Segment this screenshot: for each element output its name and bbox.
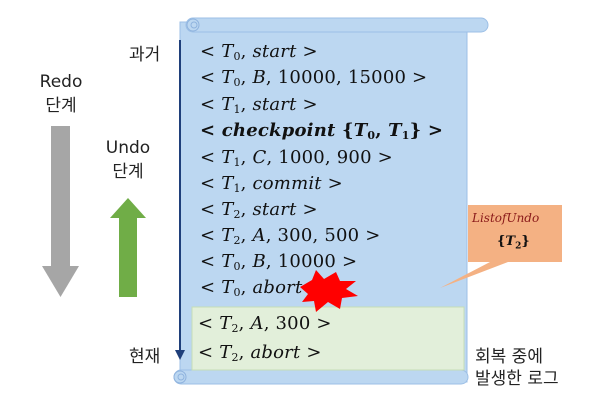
undo-label-en: Undo: [105, 138, 151, 158]
log-entry: < T2, start >: [200, 199, 318, 221]
recovery-note-line-1: 회복 중에: [475, 347, 543, 367]
log-entry: < T1, commit >: [200, 173, 343, 195]
scroll-top-roll: [185, 17, 489, 33]
redo-phase-label: Redo 단계: [35, 70, 87, 118]
undo-list-callout: [440, 205, 562, 288]
scroll-top-curl: [186, 18, 200, 32]
undo-list-set: {T2}: [497, 234, 530, 252]
redo-arrowhead: [42, 266, 79, 297]
log-entry: < T0, B, 10000 >: [200, 251, 358, 273]
log-entry-abort: < T0, abort: [200, 277, 303, 299]
abort-burst-icon: [300, 270, 358, 312]
undo-list-title: ListofUndo: [472, 211, 540, 225]
undo-arrow-shaft: [119, 217, 137, 297]
undo-label-kr: 단계: [112, 162, 144, 182]
scroll-bottom-curl-inner: [177, 373, 185, 381]
redo-label-en: Redo: [39, 72, 83, 92]
undo-arrowhead: [110, 198, 146, 218]
redo-label-kr: 단계: [45, 96, 77, 116]
timeline-arrowhead: [175, 350, 185, 360]
undo-phase-label: Undo 단계: [102, 136, 154, 184]
scroll-bottom-curl: [173, 370, 187, 384]
log-entry-checkpoint: < checkpoint {T0, T1} >: [200, 120, 444, 142]
present-label: 현재: [129, 347, 161, 367]
past-label: 과거: [129, 45, 161, 65]
scroll-bottom-roll: [173, 369, 469, 385]
log-entry: < T1, C, 1000, 900 >: [200, 147, 393, 169]
recovery-note-line-2: 발생한 로그: [475, 369, 559, 389]
log-entry: < T2, A, 300, 500 >: [200, 225, 381, 247]
log-entry: < T0, B, 10000, 15000 >: [200, 67, 428, 89]
recovery-log-entry: < T2, A, 300 >: [198, 313, 332, 335]
recovery-log-box: [191, 306, 465, 371]
recovery-note: 회복 중에 발생한 로그: [475, 346, 559, 390]
log-entry: < T0, start >: [200, 41, 318, 63]
scroll-top-curl-inner: [190, 21, 198, 29]
recovery-log-entry: < T2, abort >: [198, 342, 322, 364]
log-entry: < T1, start >: [200, 94, 318, 116]
redo-arrow-shaft: [51, 126, 70, 268]
